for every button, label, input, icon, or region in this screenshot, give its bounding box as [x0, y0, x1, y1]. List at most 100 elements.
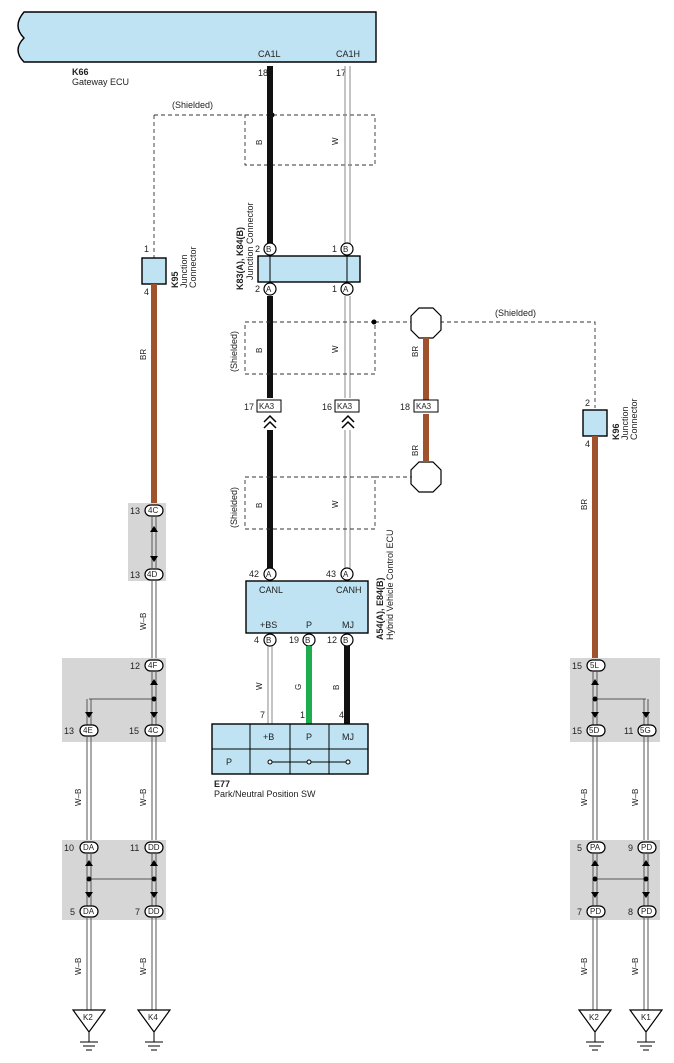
- chevron-up-icon: [341, 414, 355, 429]
- e77-side-p: P: [226, 757, 232, 767]
- k95-code: K95: [170, 271, 180, 288]
- pin-circle-b2: [340, 242, 354, 256]
- pin-circle-b1: [263, 242, 277, 256]
- pin-letter-a1: A: [266, 285, 272, 294]
- splice-dot: [592, 696, 598, 702]
- shielded-label-top: (Shielded): [172, 100, 213, 110]
- pin-r15b: 15: [572, 726, 582, 736]
- ground-icon: [637, 1032, 655, 1051]
- wire-color-b-mid: B: [255, 348, 264, 353]
- pin-letter-b2: B: [343, 245, 348, 254]
- shield-box-low: [244, 476, 376, 530]
- k96-pin-4: 4: [585, 439, 590, 449]
- wire-wb-right-low: [592, 917, 649, 1010]
- wire-wb-4c-4d: [151, 516, 157, 569]
- ground-k2-left: [71, 1009, 107, 1034]
- pill-5d: [586, 724, 606, 737]
- k96-name2: Connector: [629, 398, 639, 440]
- e77-pin-1: 1: [300, 710, 305, 720]
- hv-ecu-code: A54(A), E84(B): [375, 577, 385, 640]
- arrow-down-icon: [642, 712, 650, 718]
- ka3-label-18: KA3: [416, 402, 432, 411]
- wire-color-br-right: BR: [580, 499, 589, 510]
- splice-dot: [643, 876, 649, 882]
- pin-number-18: 18: [258, 68, 268, 78]
- shield-connector-bottom: [410, 461, 442, 493]
- gateway-ecu-box: [17, 11, 377, 63]
- pill-5l: [586, 659, 606, 672]
- wire-wb-left-mid: [86, 736, 157, 842]
- pill-label-4c2: 4C: [148, 726, 158, 735]
- pill-label-da: DA: [83, 843, 95, 852]
- chevron-up-icon: [263, 414, 277, 429]
- pill-pa: [586, 841, 606, 854]
- junction-connector-k83-box: [257, 255, 361, 283]
- pill-pd: [637, 841, 657, 854]
- ka3-connector-18: [413, 399, 439, 413]
- pin-circle-4: [263, 633, 277, 647]
- pin-r15: 15: [572, 661, 582, 671]
- pill-label-5g: 5G: [640, 726, 651, 735]
- ka3-label-17: KA3: [259, 402, 275, 411]
- wire-color-w-bs: W: [255, 682, 264, 690]
- wire-color-wb-5: W–B: [139, 958, 148, 975]
- pill-label-dd: DD: [148, 843, 160, 852]
- pill-dd2: [144, 905, 164, 918]
- pin-circle-a1: [263, 282, 277, 296]
- pill-label-4c: 4C: [148, 506, 158, 515]
- pill-label-5l: 5L: [590, 661, 599, 670]
- arrow-up-icon: [591, 860, 599, 866]
- ground-k2-right: [577, 1009, 613, 1034]
- wire-color-wb-r4: W–B: [631, 958, 640, 975]
- pin-letter-a2: A: [343, 285, 349, 294]
- gateway-code: K66: [72, 67, 89, 77]
- pill-da2: [79, 905, 99, 918]
- pin-circle-43: [340, 567, 354, 581]
- pin-r11: 11: [624, 726, 633, 736]
- e77-grid: [212, 724, 368, 774]
- wire-w-bs: [267, 646, 273, 724]
- e77-dot: [267, 759, 273, 765]
- e77-pp: P: [306, 732, 312, 742]
- hv-ecu-box: [245, 580, 369, 634]
- pin-13b: 13: [130, 570, 140, 580]
- hv-ecu-name: Hybrid Vehicle Control ECU: [385, 529, 395, 640]
- gateway-name: Gateway ECU: [72, 77, 129, 87]
- hv-ecu-p: P: [306, 620, 312, 630]
- wire-color-wb-r2: W–B: [631, 789, 640, 806]
- ground-icon: [145, 1032, 163, 1051]
- pill-label-pa: PA: [590, 843, 601, 852]
- arrow-down-icon: [85, 712, 93, 718]
- e77-code: E77: [214, 779, 230, 789]
- wire-color-wb-r1: W–B: [580, 789, 589, 806]
- arrow-down-icon: [85, 892, 93, 898]
- ka3-pin-17: 17: [244, 402, 254, 412]
- pill-label-4d: 4D: [147, 570, 157, 579]
- pin-15: 15: [129, 726, 139, 736]
- pin-circle-a2: [340, 282, 354, 296]
- pin-11: 11: [130, 843, 139, 853]
- arrow-down-icon: [150, 712, 158, 718]
- wire-wb-right-mid: [592, 736, 649, 842]
- pin-10: 10: [64, 843, 74, 853]
- pin-letter-42: A: [266, 570, 272, 579]
- pin-number-17: 17: [336, 68, 346, 78]
- k95-name1: Junction: [179, 254, 189, 288]
- arrow-up-icon: [591, 679, 599, 685]
- shielded-label-right: (Shielded): [495, 308, 536, 318]
- wire-color-wb-4: W–B: [74, 958, 83, 975]
- pill-4c: [144, 504, 164, 517]
- shield-drain-mid: [375, 321, 596, 408]
- pill-4c2: [144, 724, 164, 737]
- arrow-down-icon: [591, 712, 599, 718]
- ground-k1: [628, 1009, 664, 1034]
- arrow-up-icon: [150, 526, 158, 532]
- wire-canh-low: [344, 430, 351, 568]
- k95-name2: Connector: [188, 246, 198, 288]
- arrow-down-icon: [591, 892, 599, 898]
- wire-canh-top: [344, 66, 351, 248]
- ground-icon: [586, 1032, 604, 1051]
- arrow-up-icon: [150, 679, 158, 685]
- wire-canh-mid: [344, 296, 351, 398]
- wire-color-br-shield2: BR: [411, 445, 420, 456]
